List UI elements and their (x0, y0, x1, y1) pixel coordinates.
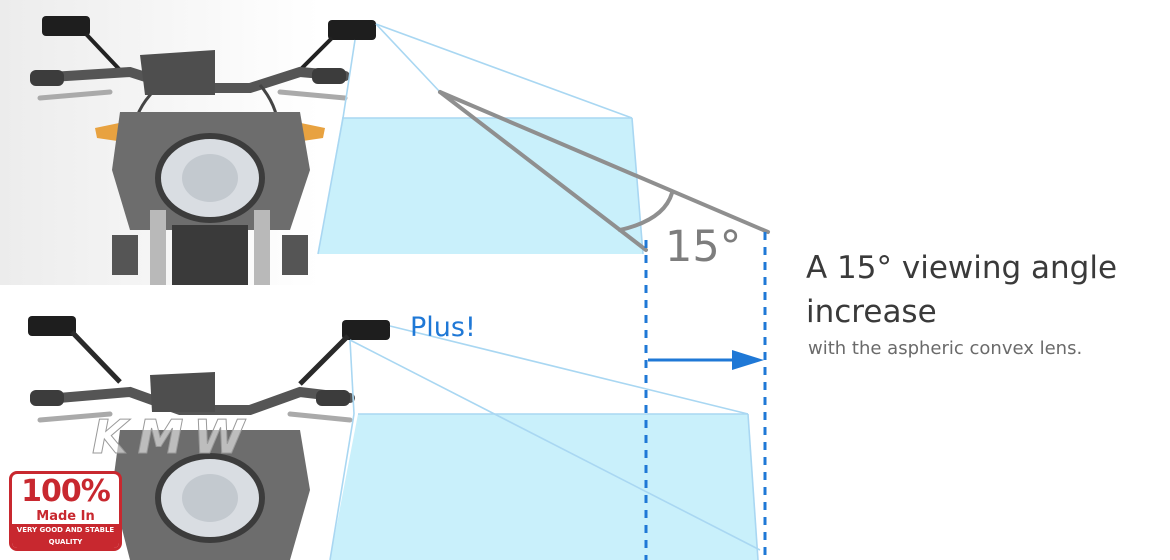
made-in-taiwan-badge: 100% Made In Taiwan VERY GOOD AND STABLE… (9, 471, 122, 551)
badge-quality: VERY GOOD AND STABLE QUALITY (12, 524, 119, 548)
mirror-left-top (42, 16, 90, 36)
brand-watermark: KMW (91, 410, 255, 465)
view-rays-bottom (329, 325, 761, 560)
view-field-top (318, 118, 643, 254)
angle-label: 15° (665, 222, 742, 272)
view-field-bottom (330, 414, 758, 560)
motorcycle-top (30, 16, 376, 285)
subline-text: with the aspheric convex lens. (808, 338, 1083, 359)
view-rays-top (317, 23, 644, 255)
badge-percent: 100% (21, 474, 111, 509)
angle-indicator (438, 90, 770, 252)
mirror-left-bottom (28, 316, 76, 336)
plus-label: Plus! (410, 312, 476, 343)
mirror-right-top (328, 20, 376, 40)
increase-arrow (648, 350, 764, 370)
motorcycle-bottom (28, 316, 390, 560)
headline-text: A 15° viewing angle increase (806, 250, 1118, 330)
dashed-guides (644, 232, 767, 560)
mirror-right-bottom (342, 320, 390, 340)
